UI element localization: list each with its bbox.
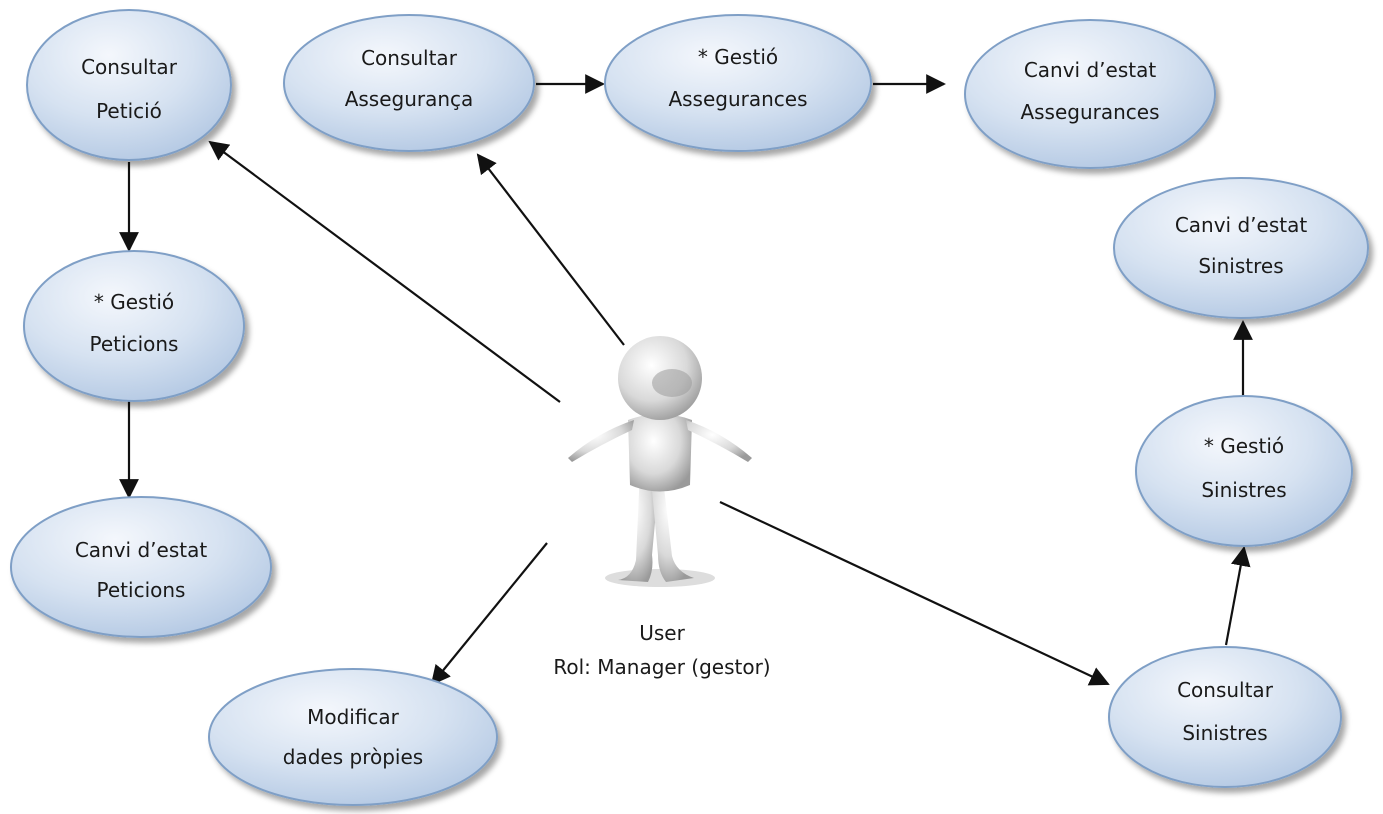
edge-user-to-consultar-sinistres [719,501,1110,686]
node-label-line-2: Sinistres [1201,478,1286,502]
node-label-line-2: Assegurances [1020,100,1159,124]
node-label-line-1: * Gestió [94,290,174,314]
use-case-canvi-estat-assegurances: Canvi d’estat Assegurances [964,19,1216,169]
use-case-canvi-estat-peticions: Canvi d’estat Peticions [10,496,272,638]
node-label-line-2: Peticions [90,332,179,356]
use-case-canvi-estat-sinistres: Canvi d’estat Sinistres [1113,177,1369,319]
node-label-line-1: * Gestió [1204,434,1284,458]
node-label-line-2: Petició [96,99,162,123]
node-label-line-2: Assegurances [668,87,807,111]
node-label-line-2: dades pròpies [283,745,423,769]
node-label-line-1: Consultar [1177,678,1274,702]
node-label-line-2: Peticions [97,578,186,602]
use-case-modificar-dades: Modificar dades pròpies [208,668,498,806]
node-label-line-1: Canvi d’estat [1175,213,1308,237]
node-label-line-2: Assegurança [345,87,474,111]
use-case-gestio-assegurances: * Gestió Assegurances [604,14,872,152]
use-case-consultar-sinistres: Consultar Sinistres [1108,646,1342,788]
edge-consultar-sinistres-to-gestio-sinistres [1224,546,1251,646]
node-label-line-1: * Gestió [698,45,778,69]
use-case-gestio-peticions: * Gestió Peticions [23,250,245,402]
node-label-line-2: Sinistres [1182,721,1267,745]
actor-role: Rol: Manager (gestor) [553,655,770,679]
person-figure-icon [568,336,752,587]
edges [119,74,1253,686]
node-label-line-1: Modificar [307,705,400,729]
use-case-consultar-asseguranca: Consultar Assegurança [283,14,535,152]
node-label-line-1: Consultar [361,46,458,70]
use-case-consultar-peticio: Consultar Petició [26,9,232,161]
node-label-line-2: Sinistres [1198,254,1283,278]
edge-user-to-consultar-peticio [208,140,561,403]
use-case-gestio-sinistres: * Gestió Sinistres [1135,395,1353,547]
edge-user-to-consultar-asseguranca [476,153,625,346]
node-label-line-1: Consultar [81,55,178,79]
edge-user-to-modificar-dades [430,542,548,686]
node-label-line-1: Canvi d’estat [1024,58,1157,82]
actor-name: User [639,621,685,645]
node-label-line-1: Canvi d’estat [75,538,208,562]
